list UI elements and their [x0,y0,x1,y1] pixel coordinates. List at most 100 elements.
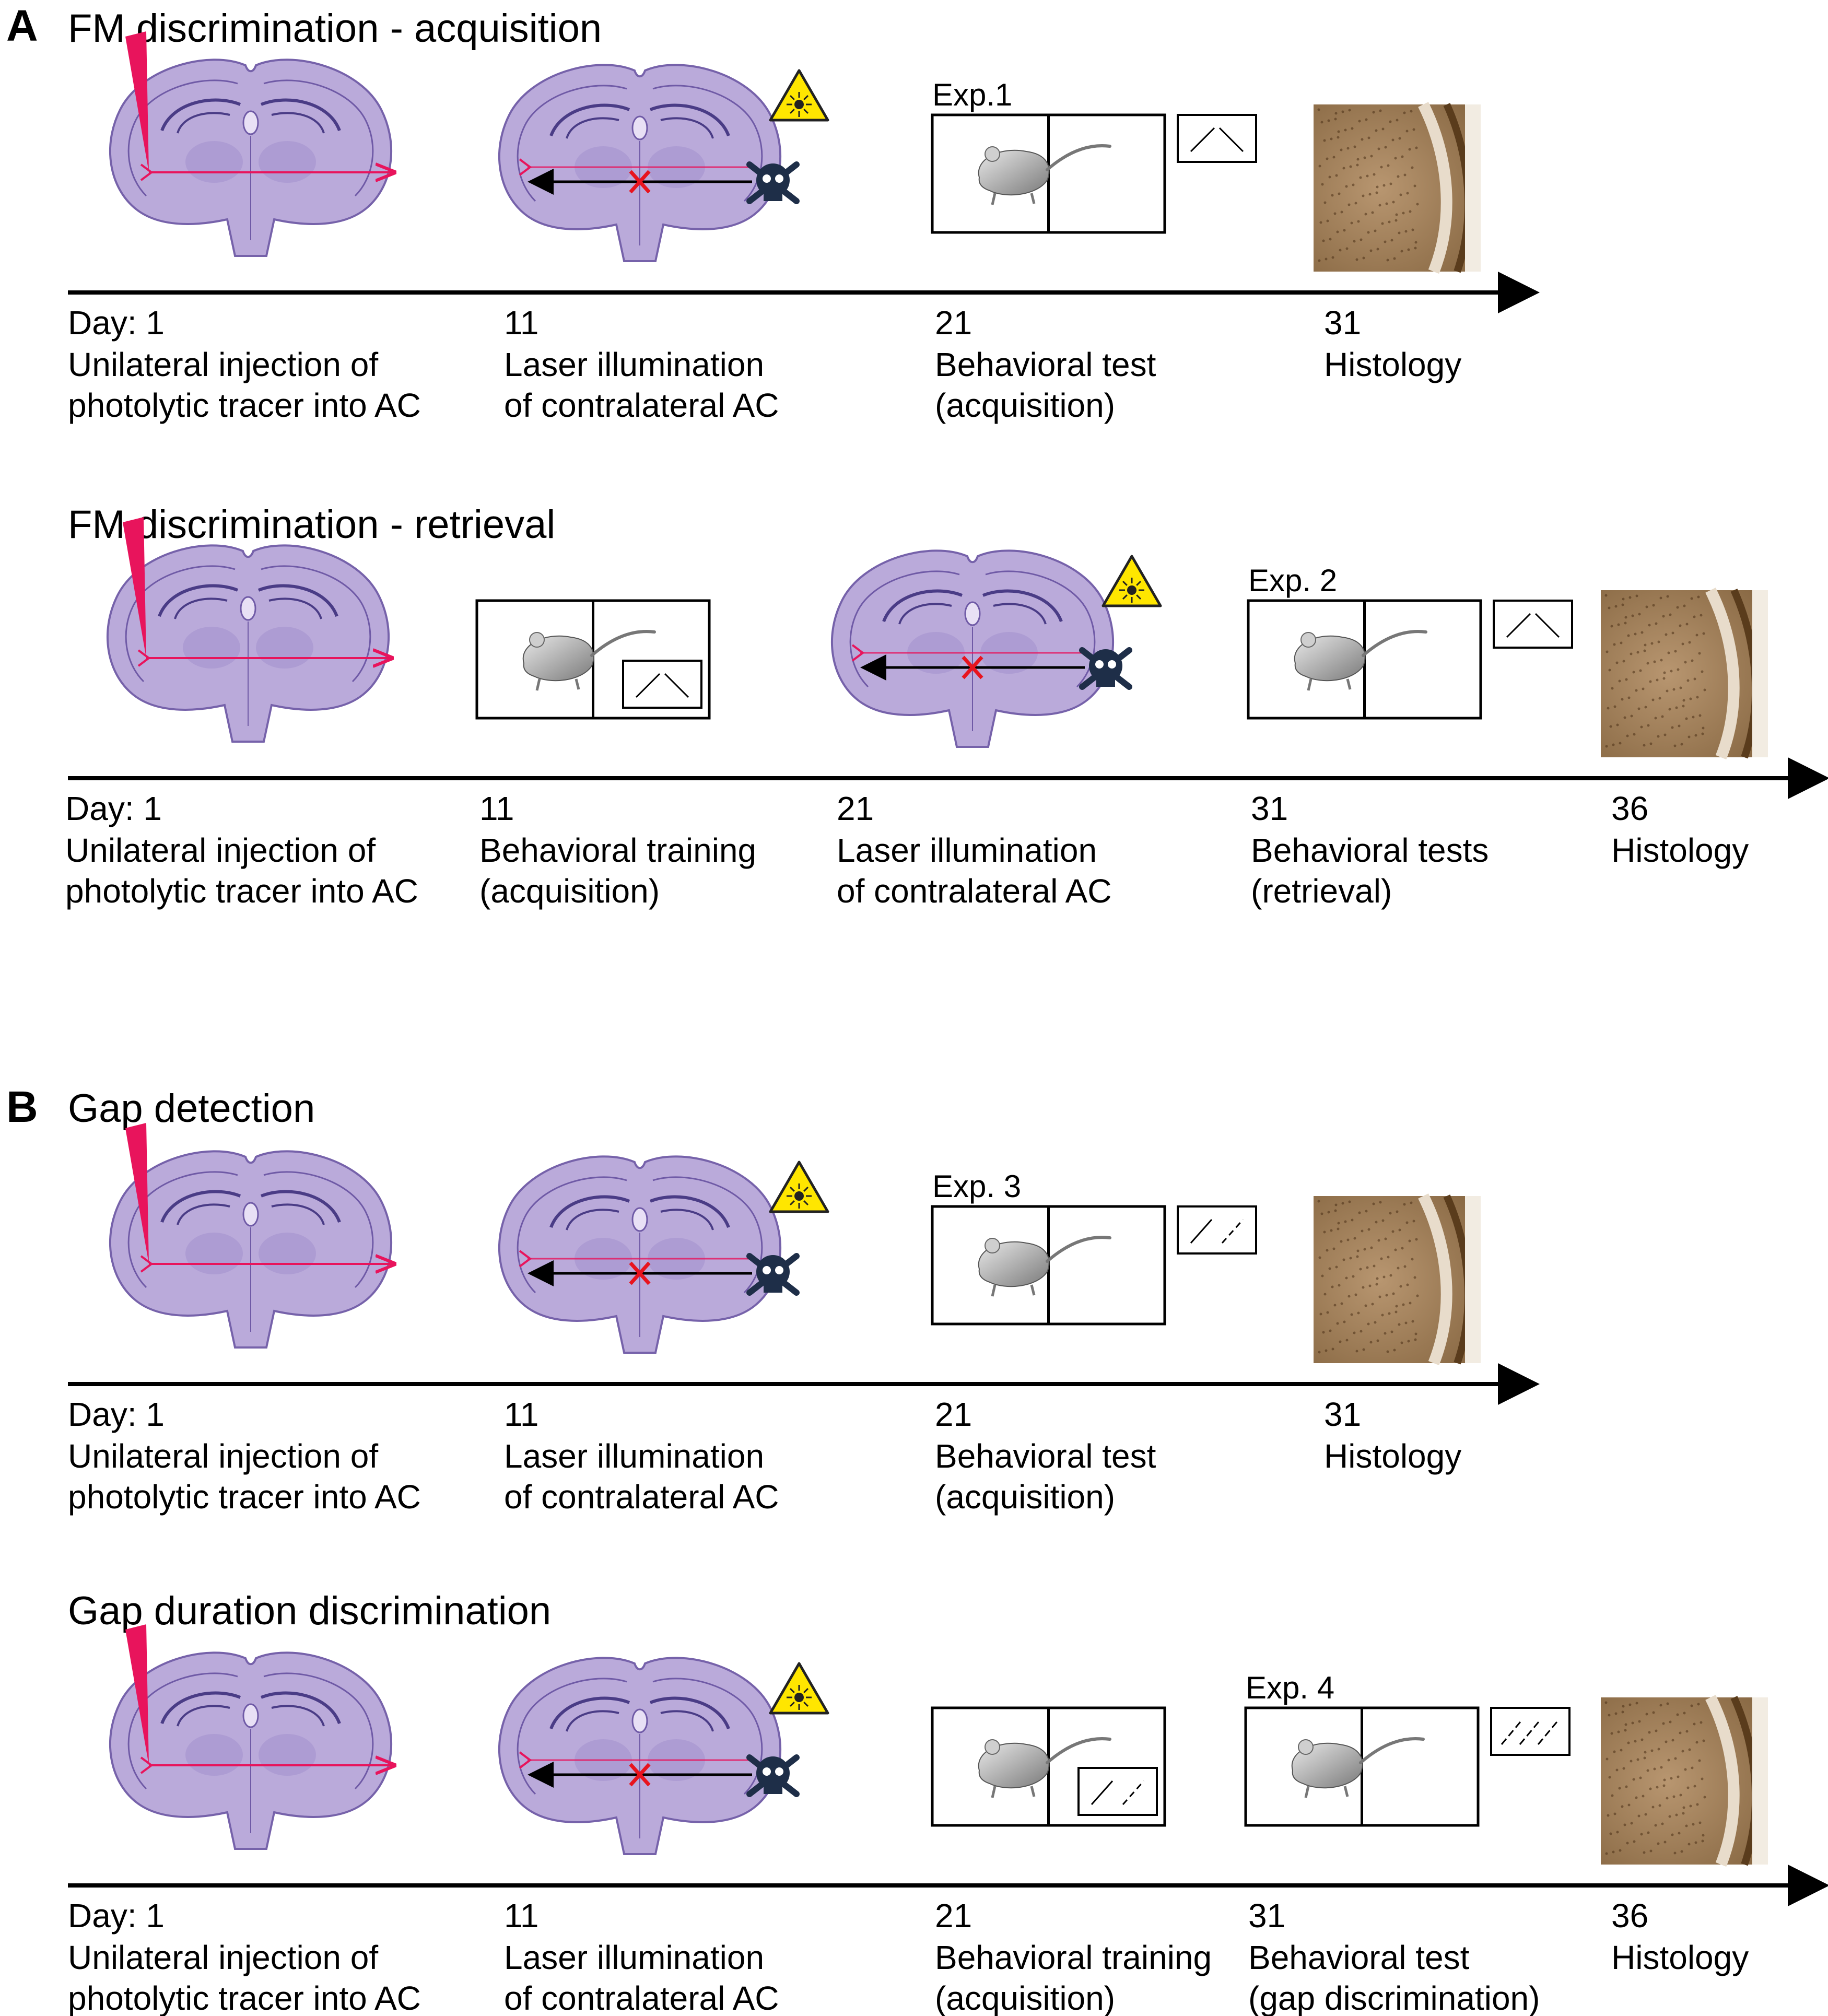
stimulus-icon [1493,600,1573,649]
brain-section-icon [109,1651,392,1850]
event-description: Behavioral test [935,346,1156,383]
event-description: Histology [1324,346,1461,383]
brain-section-icon [498,1155,781,1354]
event-description: Histology [1611,1939,1749,1976]
skull-icon [746,161,800,204]
event-description: photolytic tracer into AC [68,1979,421,2016]
brain-section-icon [109,58,392,257]
event-day: 36 [1611,790,1648,827]
timeline-event: Day: 1 Unilateral injection ofphotolytic … [65,517,418,910]
lesion-cross-icon [629,170,651,194]
injection-pipette-icon [125,31,149,172]
event-description: photolytic tracer into AC [68,386,421,424]
event-description: (acquisition) [935,386,1115,424]
event-description: (acquisition) [935,1979,1115,2016]
injection-pipette-icon [123,517,146,658]
event-day: Day: 1 [68,1396,165,1433]
histology-image-icon [1601,1695,1768,1867]
mouse-icon [1294,630,1427,691]
event-description: Unilateral injection of [65,831,376,869]
lesion-cross-icon [629,1763,651,1787]
event-description: Unilateral injection of [68,1939,378,1976]
mouse-icon [978,1236,1111,1297]
event-description: of contralateral AC [504,1979,779,2016]
lesion-cross-icon [962,655,983,679]
histology-image-icon [1314,1193,1481,1366]
stimulus-icon [1077,1767,1158,1816]
stimulus-icon [1490,1707,1571,1756]
timeline-title: FM discrimination - retrieval [68,502,555,547]
brain-section-icon [107,544,390,743]
histology-image-icon [1601,588,1768,760]
event-day: 11 [504,304,538,342]
event-day: 11 [504,1897,538,1935]
experiment-label: Exp. 2 [1248,563,1337,598]
shuttle-box-icon [1244,1706,1480,1827]
laser-warning-icon [769,69,829,122]
event-description: Behavioral training [935,1939,1212,1976]
experiment-label: Exp. 3 [932,1169,1021,1204]
event-description: Histology [1611,831,1749,869]
event-description: Unilateral injection of [68,346,378,383]
event-description: photolytic tracer into AC [68,1478,421,1516]
event-description: of contralateral AC [504,386,779,424]
event-day: 21 [935,1396,972,1433]
event-description: Behavioral tests [1251,831,1489,869]
event-day: 21 [837,790,874,827]
panel-letter-a: A [6,1,38,50]
event-day: 11 [479,790,514,827]
event-day: 31 [1251,790,1288,827]
event-description: Behavioral test [1248,1939,1470,1976]
event-description: (retrieval) [1251,872,1392,910]
skull-icon [746,1754,800,1797]
event-day: Day: 1 [68,304,165,342]
brain-section-icon [831,549,1114,748]
skull-icon [746,1253,800,1296]
timeline-title: Gap duration discrimination [68,1589,551,1633]
event-day: Day: 1 [68,1897,165,1935]
laser-warning-icon [1102,555,1162,607]
event-day: 11 [504,1396,538,1433]
event-day: 21 [935,304,972,342]
timeline-title: FM discrimination - acquisition [68,6,602,51]
stimulus-icon [1177,1205,1257,1255]
panel-letter-b: B [6,1082,38,1131]
mouse-icon [1291,1737,1425,1798]
mouse-icon [522,630,656,691]
event-description: (acquisition) [935,1478,1115,1516]
event-description: Behavioral training [479,831,756,869]
event-day: Day: 1 [65,790,162,827]
event-description: (gap discrimination) [1248,1979,1540,2016]
event-description: photolytic tracer into AC [65,872,418,910]
mouse-icon [978,144,1111,205]
brain-section-icon [498,1657,781,1855]
event-description: Laser illumination [504,1939,764,1976]
laser-warning-icon [769,1662,829,1715]
event-day: 21 [935,1897,972,1935]
injection-pipette-icon [125,1624,149,1765]
event-day: 36 [1611,1897,1648,1935]
brain-section-icon [109,1150,392,1349]
mouse-icon [978,1737,1111,1798]
event-description: Laser illumination [504,1437,764,1475]
event-description: Histology [1324,1437,1461,1475]
stimulus-icon [622,660,702,709]
timeline-event: Day: 1 Unilateral injection ofphotolytic … [68,1624,421,2016]
lesion-cross-icon [629,1261,651,1285]
shuttle-box-icon [931,113,1166,234]
